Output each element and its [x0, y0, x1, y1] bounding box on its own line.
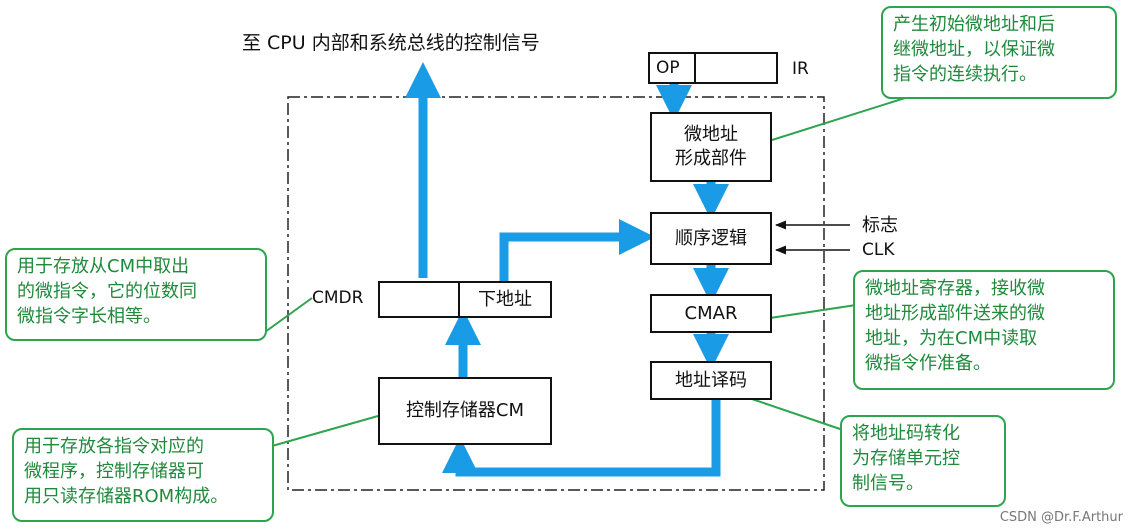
- sequence-logic: 顺序逻辑: [650, 212, 772, 265]
- callout-cmdr: 用于存放从CM中取出 的微指令，它的位数同 微指令字长相等。: [5, 248, 267, 341]
- pointer-decode: [751, 398, 844, 431]
- arrow-decode-to-cm: [442, 400, 721, 477]
- ir-register: [648, 52, 778, 84]
- callout-control-memory: 用于存放各指令对应的 微程序，控制存储器可 用只读存储器ROM构成。: [12, 428, 274, 522]
- cmdr-register: 下地址: [378, 281, 552, 318]
- address-decoder: 地址译码: [650, 361, 772, 400]
- clk-input-label: CLK: [862, 240, 895, 260]
- callout-address-decoder: 将地址码转化 为存储单元控 制信号。: [840, 415, 1006, 507]
- pointer-cmar: [769, 304, 857, 319]
- watermark: CSDN @Dr.F.Arthur: [999, 510, 1123, 525]
- pointer-cm: [271, 415, 379, 447]
- control-memory-cm: 控制存储器CM: [378, 377, 552, 445]
- arrow-nextaddr-to-seq: [499, 219, 655, 281]
- cmdr-label: CMDR: [312, 288, 364, 308]
- callout-pointers: [264, 97, 906, 447]
- micro-address-generator: 微地址 形成部件: [650, 112, 772, 182]
- data-flow-arrows: [405, 62, 729, 477]
- flag-input-label: 标志: [862, 215, 898, 236]
- pointer-micro-addr: [771, 97, 906, 141]
- callout-micro-address-generator: 产生初始微地址和后 继微地址，以保证微 指令的连续执行。: [881, 6, 1117, 99]
- control-unit-boundary: [287, 96, 825, 491]
- pointer-cmdr: [264, 297, 313, 333]
- ir-label: IR: [792, 59, 809, 79]
- cmar-register: CMAR: [650, 294, 772, 333]
- control-signals-label: 至 CPU 内部和系统总线的控制信号: [242, 32, 540, 54]
- callout-cmar: 微地址寄存器，接收微 地址形成部件送来的微 地址，为在CM中读取 微指令作准备。: [853, 270, 1115, 390]
- cmdr-next-address-field: 下地址: [458, 283, 550, 316]
- ir-op-field: OP: [656, 58, 680, 78]
